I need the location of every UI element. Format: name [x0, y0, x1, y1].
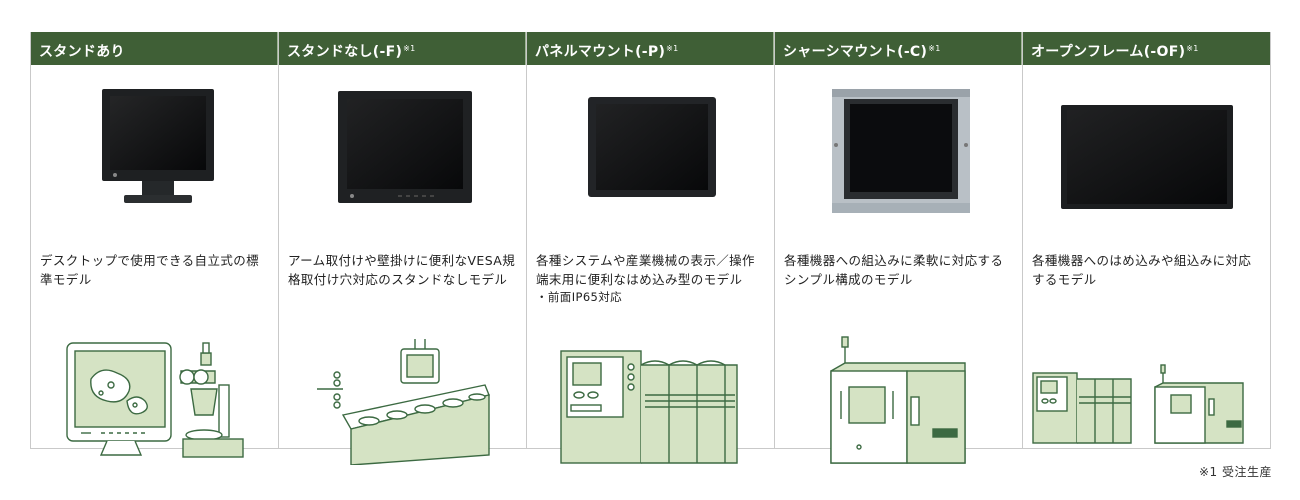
description-text: デスクトップで使用できる自立式の標準モデル — [40, 253, 260, 287]
product-photo-open-frame — [1023, 80, 1270, 230]
column-header: パネルマウント(-P)※1 — [527, 32, 774, 65]
description-text: アーム取付けや壁掛けに便利なVESA規格取付け穴対応のスタンドなしモデル — [288, 253, 516, 287]
column-description: 各種機器への組込みに柔軟に対応するシンプル構成のモデル — [784, 251, 1014, 289]
product-photo-chassis-mount — [775, 80, 1022, 230]
column-footnote-mark: ※1 — [403, 44, 416, 53]
illustration-arm-conveyor — [279, 335, 526, 465]
column-no-stand: スタンドなし(-F)※1 アーム取付けや壁掛けに便利なVESA規格取付け穴対応の… — [279, 32, 527, 465]
monitor-type-table: スタンドあり デスクトップで使用できる自立式の標準モデル — [30, 32, 1271, 465]
column-title: オープンフレーム(-OF) — [1031, 44, 1186, 60]
column-description: デスクトップで使用できる自立式の標準モデル — [40, 251, 270, 289]
illustration-equipment-cabinet — [775, 335, 1022, 465]
column-title: スタンドなし(-F) — [287, 44, 403, 60]
illustration-desktop-microscope — [31, 335, 278, 465]
column-footnote-mark: ※1 — [666, 44, 679, 53]
column-stand: スタンドあり デスクトップで使用できる自立式の標準モデル — [31, 32, 279, 458]
column-footnote-mark: ※1 — [928, 44, 941, 53]
column-chassis-mount: シャーシマウント(-C)※1 各種機器への組込みに柔軟に対応するシンプル構成のモ… — [775, 32, 1023, 464]
column-description: アーム取付けや壁掛けに便利なVESA規格取付け穴対応のスタンドなしモデル — [288, 251, 518, 289]
illustration-machines — [1023, 335, 1270, 465]
product-photo-panel-mount — [527, 80, 774, 230]
column-header: オープンフレーム(-OF)※1 — [1023, 32, 1270, 65]
product-photo-no-stand — [279, 80, 526, 230]
illustration-industrial-machine — [527, 335, 774, 465]
column-title: パネルマウント(-P) — [535, 44, 666, 60]
column-open-frame: オープンフレーム(-OF)※1 各種機器へのはめ込みや組込みに対応するモデル — [1023, 32, 1270, 448]
description-text: 各種機器への組込みに柔軟に対応するシンプル構成のモデル — [784, 253, 1004, 287]
column-header: スタンドなし(-F)※1 — [279, 32, 526, 65]
column-panel-mount: パネルマウント(-P)※1 各種システムや産業機械の表示／操作端末用に便利なはめ… — [527, 32, 775, 464]
column-title: スタンドあり — [39, 44, 125, 60]
description-text: 各種システムや産業機械の表示／操作端末用に便利なはめ込み型のモデル — [536, 253, 755, 287]
column-description: 各種システムや産業機械の表示／操作端末用に便利なはめ込み型のモデル・前面IP65… — [536, 251, 766, 306]
column-header: スタンドあり — [31, 32, 278, 65]
product-photo-stand — [31, 80, 278, 230]
footnote-made-to-order: ※1 受注生産 — [1198, 465, 1272, 479]
column-description: 各種機器へのはめ込みや組込みに対応するモデル — [1032, 251, 1262, 289]
column-header: シャーシマウント(-C)※1 — [775, 32, 1022, 65]
column-footnote-mark: ※1 — [1186, 44, 1199, 53]
feature-note: ・前面IP65対応 — [536, 290, 623, 304]
description-text: 各種機器へのはめ込みや組込みに対応するモデル — [1032, 253, 1252, 287]
column-title: シャーシマウント(-C) — [783, 44, 928, 60]
